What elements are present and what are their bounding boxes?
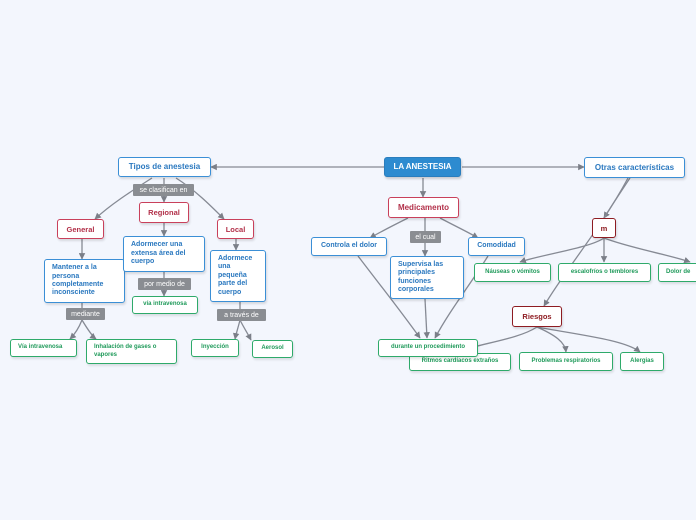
tag-mediante: mediante — [66, 308, 105, 320]
node-inhalacion[interactable]: Inhalación de gases o vapores — [86, 339, 177, 364]
edge-med-controla — [369, 217, 409, 239]
node-otras-caracteristicas[interactable]: Otras características — [584, 157, 685, 178]
node-inyeccion[interactable]: Inyección — [191, 339, 239, 357]
node-alergias[interactable]: Alergias — [620, 352, 664, 371]
node-dolor-de[interactable]: Dolor de — [658, 263, 696, 282]
node-aerosol[interactable]: Aerosol — [252, 340, 293, 358]
node-local-desc[interactable]: Adormece una pequeña parte del cuerpo — [210, 250, 266, 302]
node-via-intravenosa[interactable]: Vía intravenosa — [10, 339, 77, 357]
node-general-desc[interactable]: Mantener a la persona completamente inco… — [44, 259, 125, 303]
edge-tipos-general — [94, 177, 153, 220]
edge-general-inhalacion — [81, 319, 97, 340]
tag-se-clasifican-en: se clasifican en — [133, 184, 194, 196]
node-durante-procedimiento[interactable]: durante un procedimiento — [378, 339, 478, 357]
root-label: LA ANESTESIA — [393, 162, 452, 172]
node-controla-dolor[interactable]: Controla el dolor — [311, 237, 387, 256]
node-escalofrios[interactable]: escalofríos o temblores — [558, 263, 651, 282]
root-node[interactable]: LA ANESTESIA — [384, 157, 461, 177]
node-tipos-de-anestesia[interactable]: Tipos de anestesia — [118, 157, 211, 177]
edge-riesgos-problemas — [536, 326, 569, 353]
edge-riesgos-alergias — [536, 326, 641, 353]
edge-m-nauseas — [519, 237, 605, 264]
node-general[interactable]: General — [57, 219, 104, 239]
node-nauseas[interactable]: Náuseas o vómitos — [474, 263, 551, 282]
tag-el-cual: el cual — [410, 231, 441, 243]
node-regional-desc[interactable]: Adormecer una extensa área del cuerpo — [123, 236, 205, 272]
tag-a-traves-de: a través de — [217, 309, 266, 321]
node-m[interactable]: m — [592, 218, 616, 238]
edge-controla-durante — [357, 255, 421, 339]
edge-m-dolor — [603, 237, 691, 264]
node-comodidad[interactable]: Comodidad — [468, 237, 525, 256]
node-via-intravenosa-regional[interactable]: vía intravenosa — [132, 296, 198, 314]
edge-med-comodidad — [439, 217, 479, 239]
edge-local-aerosol — [239, 319, 252, 341]
node-medicamento[interactable]: Medicamento — [388, 197, 459, 218]
edge-supervisa-durante — [423, 298, 430, 339]
node-problemas-respiratorios[interactable]: Problemas respiratorios — [519, 352, 613, 371]
node-riesgos[interactable]: Riesgos — [512, 306, 562, 327]
node-supervisa[interactable]: Supervisa las principales funciones corp… — [390, 256, 464, 299]
node-regional[interactable]: Regional — [139, 202, 189, 223]
node-local[interactable]: Local — [217, 219, 254, 239]
edge-tipos-local — [175, 177, 225, 220]
edge-otras-riesgos — [543, 177, 629, 307]
tag-por-medio-de: por medio de — [138, 278, 191, 290]
